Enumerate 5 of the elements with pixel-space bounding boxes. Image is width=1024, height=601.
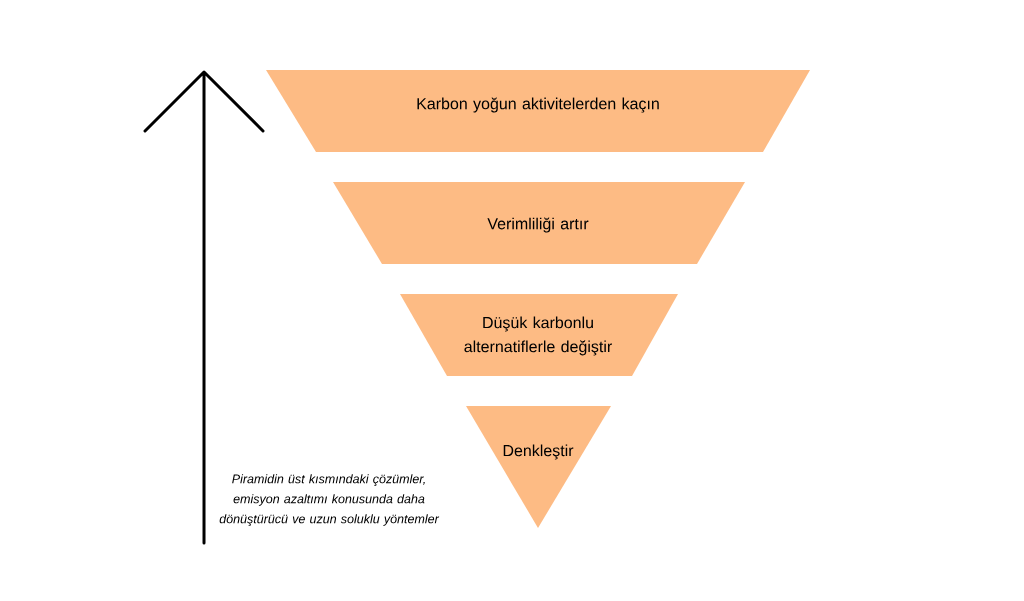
- triangle-band: Denkleştir: [466, 406, 611, 528]
- trapezoid-band: Düşük karbonlu alternatiflerle değiştir: [400, 294, 678, 376]
- trapezoid-band: Verimliliği artır: [333, 182, 745, 264]
- note-text: Piramidin üst kısmındaki çözümler, emisyon azaltımı konusunda daha dönüştürücü ve uzun soluklu yöntemler: [219, 474, 440, 526]
- trapezoid-band: Karbon yoğun aktivitelerden kaçın: [266, 70, 810, 152]
